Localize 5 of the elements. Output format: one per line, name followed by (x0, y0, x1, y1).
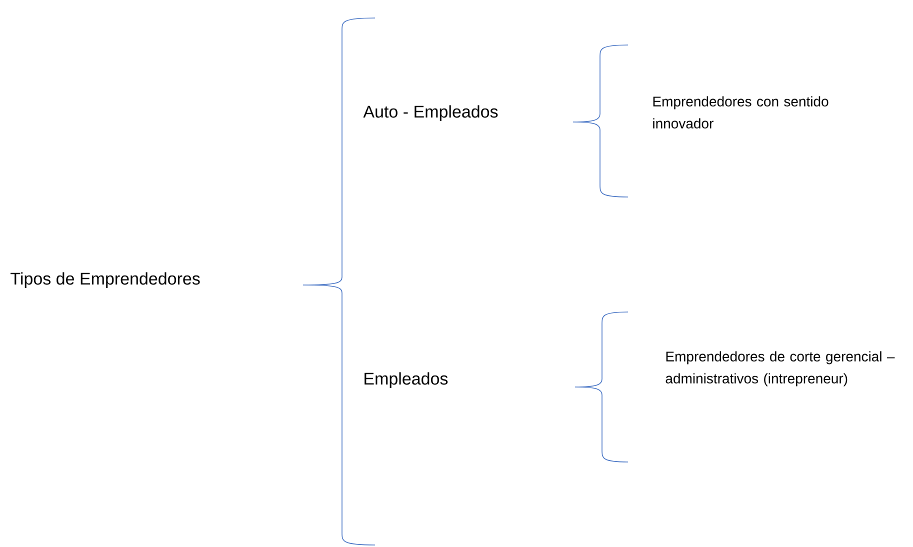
label-text: Emprendedores con sentido innovador (653, 96, 828, 128)
label-text: Emprendedores de corte gerencial – administrativos (intrepreneur) (666, 351, 895, 386)
label-text: Empleados (364, 372, 448, 388)
label-text: Tipos de Emprendedores (10, 272, 200, 288)
label-text: Auto - Empleados (363, 105, 498, 122)
